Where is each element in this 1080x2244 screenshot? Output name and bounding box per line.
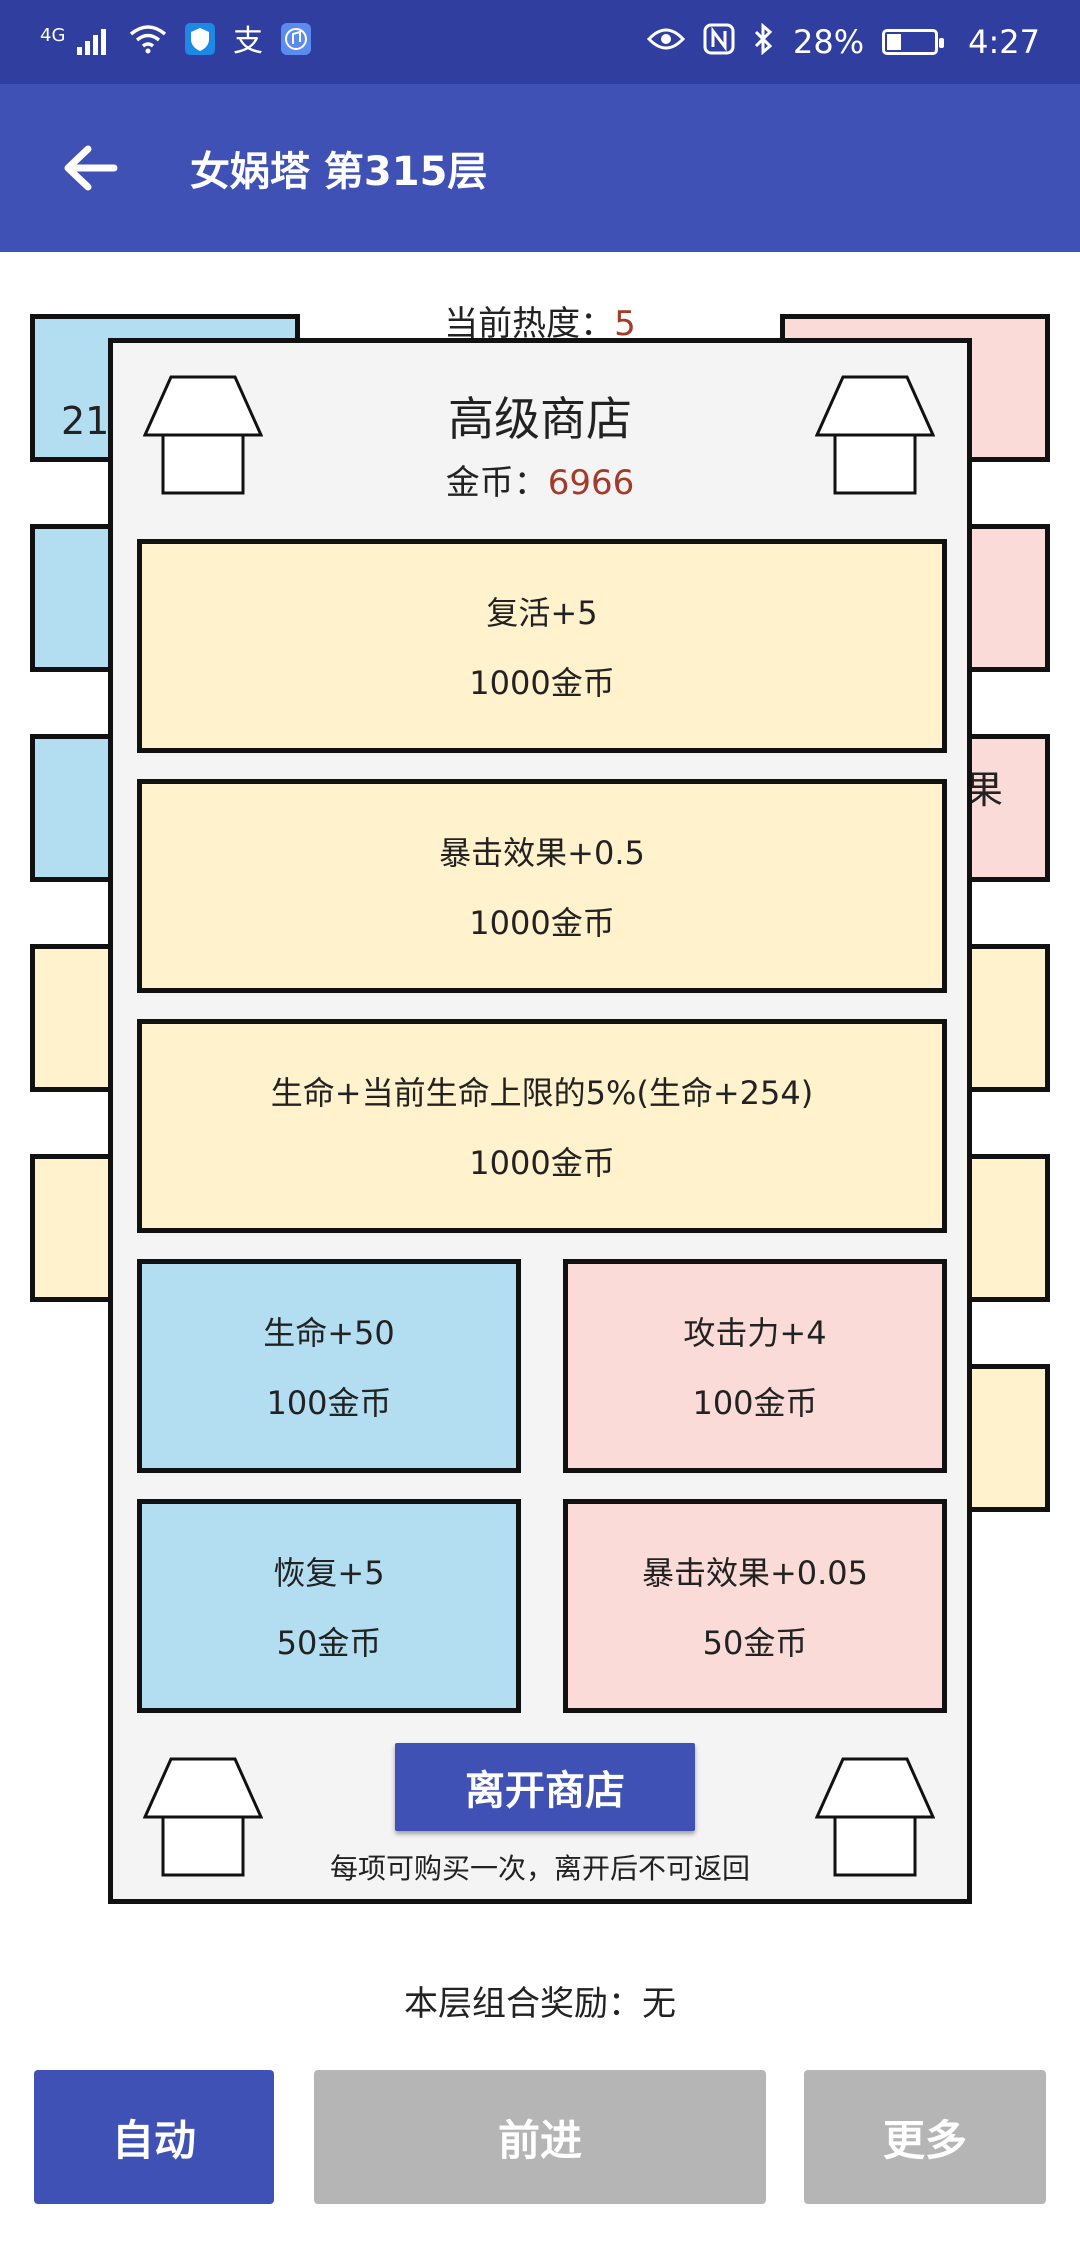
item-name: 攻击力+4 — [683, 1314, 827, 1352]
shop-item-attack[interactable]: 攻击力+4 100金币 — [563, 1259, 947, 1473]
wifi-icon — [129, 24, 167, 60]
network-type: 4G — [40, 24, 66, 46]
music-icon — [280, 23, 311, 61]
auto-button[interactable]: 自动 — [34, 2070, 274, 2204]
shop-note: 每项可购买一次，离开后不可返回 — [329, 1852, 750, 1885]
signal-icon: 4G — [40, 24, 111, 58]
house-icon — [143, 1757, 263, 1877]
item-price: 1000金币 — [469, 664, 615, 702]
house-icon — [143, 375, 263, 495]
shop-item-revive[interactable]: 复活+5 1000金币 — [137, 539, 947, 753]
back-button[interactable] — [0, 84, 180, 252]
status-bar-right: 28% 4:27 — [646, 22, 1040, 61]
app-bar: 女娲塔 第315层 — [0, 84, 1080, 252]
item-price: 100金币 — [692, 1384, 818, 1422]
item-name: 生命+50 — [263, 1314, 395, 1352]
item-name: 暴击效果+0.05 — [641, 1554, 869, 1592]
shop-item-recovery[interactable]: 恢复+5 50金币 — [137, 1499, 521, 1713]
item-name: 生命+当前生命上限的5%(生命+254) — [270, 1074, 814, 1112]
combo-label: 本层组合奖励： — [404, 1984, 642, 2024]
item-price: 50金币 — [276, 1624, 382, 1662]
house-icon — [815, 1757, 935, 1877]
nfc-icon — [703, 23, 735, 61]
item-name: 恢复+5 — [273, 1554, 385, 1592]
item-name: 暴击效果+0.5 — [439, 834, 645, 872]
more-button[interactable]: 更多 — [804, 2070, 1046, 2204]
tile-value: 21 — [61, 399, 110, 443]
shop-dialog: 高级商店 金币：6966 复活+5 1000金币 暴击效果+0.5 1000金币… — [108, 338, 972, 1904]
clock: 4:27 — [968, 23, 1040, 61]
page-title: 女娲塔 第315层 — [190, 149, 488, 195]
arrow-left-icon — [64, 145, 118, 191]
leave-shop-button[interactable]: 离开商店 — [395, 1743, 695, 1831]
heat-indicator: 当前热度：5 — [0, 296, 1080, 345]
battery-icon — [882, 29, 945, 55]
battery-percent: 28% — [793, 23, 865, 61]
shop-item-life[interactable]: 生命+50 100金币 — [137, 1259, 521, 1473]
shop-item-life-percent[interactable]: 生命+当前生命上限的5%(生命+254) 1000金币 — [137, 1019, 947, 1233]
shield-icon — [184, 23, 215, 61]
item-price: 100金币 — [266, 1384, 392, 1422]
bluetooth-icon — [753, 22, 775, 61]
house-icon — [815, 375, 935, 495]
status-bar-left: 4G 支 — [40, 23, 311, 61]
shop-title: 高级商店 — [448, 392, 632, 446]
item-price: 1000金币 — [469, 1144, 615, 1182]
item-name: 复活+5 — [486, 594, 598, 632]
coins-label: 金币： — [445, 463, 548, 503]
coins-value: 6966 — [547, 463, 635, 503]
combo-reward: 本层组合奖励：无 — [0, 1976, 1080, 2025]
coin-balance: 金币：6966 — [113, 455, 967, 504]
item-price: 1000金币 — [469, 904, 615, 942]
forward-button[interactable]: 前进 — [314, 2070, 766, 2204]
combo-value: 无 — [642, 1984, 676, 2024]
shop-item-crit-small[interactable]: 暴击效果+0.05 50金币 — [563, 1499, 947, 1713]
heat-label: 当前热度： — [444, 304, 615, 344]
item-price: 50金币 — [702, 1624, 808, 1662]
heat-value: 5 — [614, 304, 636, 344]
alipay-icon: 支 — [232, 24, 263, 59]
status-bar: 4G 支 — [0, 0, 1080, 84]
eye-icon — [646, 25, 686, 59]
shop-item-crit-large[interactable]: 暴击效果+0.5 1000金币 — [137, 779, 947, 993]
